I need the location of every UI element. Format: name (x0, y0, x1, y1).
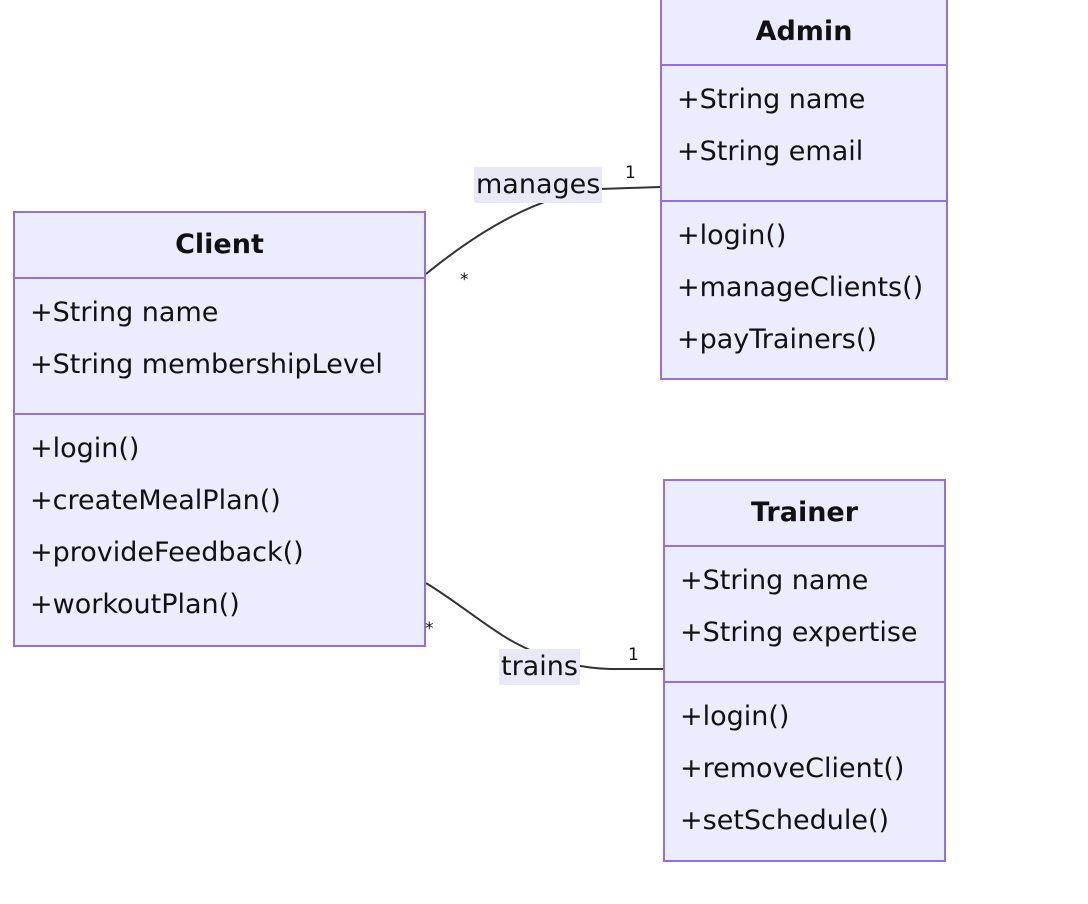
client-class[interactable]: Client +String name +String membershipLe… (13, 211, 426, 647)
admin-method: +manageClients() (677, 272, 924, 303)
trainer-method: +setSchedule() (680, 805, 890, 836)
trainer-attribute: +String expertise (680, 617, 918, 648)
admin-attribute: +String name (677, 84, 866, 115)
client-attribute: +String membershipLevel (30, 349, 383, 380)
trainer-class[interactable]: Trainer +String name +String expertise +… (663, 479, 946, 862)
trains-trainer-multiplicity: 1 (628, 645, 639, 665)
client-attributes: +String name +String membershipLevel (15, 279, 424, 415)
trainer-method: +login() (680, 701, 790, 732)
manages-client-multiplicity: * (460, 270, 469, 290)
admin-class[interactable]: Admin +String name +String email +login(… (660, 0, 948, 380)
trainer-class-name: Trainer (665, 481, 944, 547)
trainer-methods: +login() +removeClient() +setSchedule() (665, 683, 944, 853)
admin-method: +login() (677, 220, 787, 251)
manages-admin-multiplicity: 1 (625, 163, 636, 183)
client-method: +workoutPlan() (30, 589, 240, 620)
admin-method: +payTrainers() (677, 324, 877, 355)
trainer-method: +removeClient() (680, 753, 905, 784)
client-method: +createMealPlan() (30, 485, 281, 516)
client-method: +provideFeedback() (30, 537, 304, 568)
client-method: +login() (30, 433, 140, 464)
admin-methods: +login() +manageClients() +payTrainers() (662, 202, 946, 372)
client-attribute: +String name (30, 297, 219, 328)
trainer-attributes: +String name +String expertise (665, 547, 944, 683)
admin-attribute: +String email (677, 136, 864, 167)
client-class-name: Client (15, 213, 424, 279)
admin-attributes: +String name +String email (662, 66, 946, 202)
trainer-attribute: +String name (680, 565, 869, 596)
trains-client-multiplicity: * (425, 619, 434, 639)
manages-label: manages (474, 167, 603, 203)
client-methods: +login() +createMealPlan() +provideFeedb… (15, 415, 424, 637)
trains-label: trains (499, 649, 580, 685)
admin-class-name: Admin (662, 0, 946, 66)
